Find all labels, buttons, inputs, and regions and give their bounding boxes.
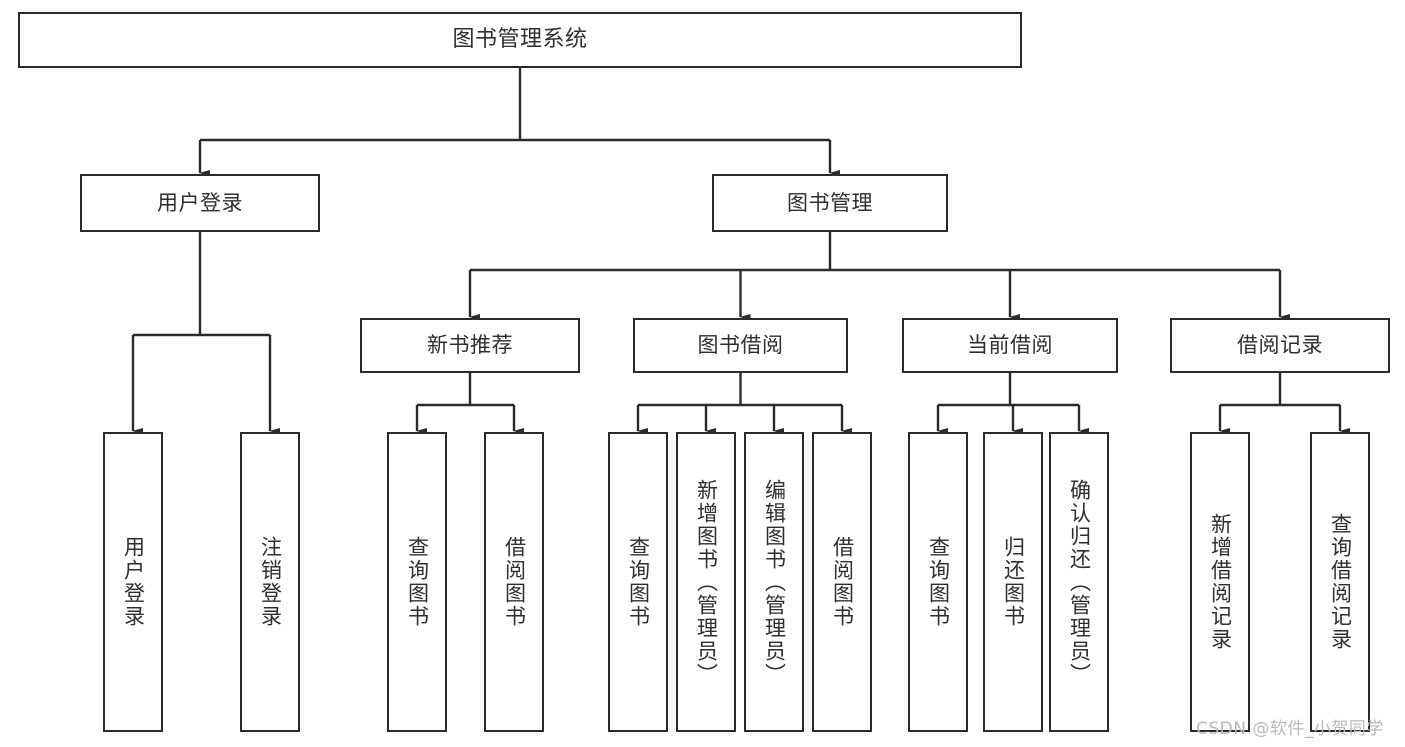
watermark-text: CSDN @软件_小贺同学 [1196,719,1384,739]
node-leaf-borrow-book-1[interactable]: 借阅图书 [484,432,544,732]
node-label: 借阅记录 [1237,333,1323,358]
node-label: 当前借阅 [967,333,1053,358]
node-leaf-query-record[interactable]: 查询借阅记录 [1310,432,1370,732]
node-label: 用户登录 [157,190,243,215]
node-borrow-record[interactable]: 借阅记录 [1170,318,1390,373]
node-label: 新增图书（管理员） [694,478,719,686]
node-label: 查询图书 [626,536,651,628]
node-leaf-user-login[interactable]: 用户登录 [103,432,163,732]
node-label: 图书管理 [787,190,873,215]
node-leaf-borrow-book-2[interactable]: 借阅图书 [812,432,872,732]
node-label: 查询图书 [926,536,951,628]
node-label: 注销登录 [258,536,283,628]
node-label: 查询借阅记录 [1328,513,1353,651]
node-leaf-edit-book[interactable]: 编辑图书（管理员） [744,432,804,732]
node-book-manage[interactable]: 图书管理 [712,174,948,232]
node-label: 用户登录 [121,536,146,628]
node-current-borrow[interactable]: 当前借阅 [902,318,1118,373]
node-label: 图书借阅 [697,333,784,358]
node-user-login[interactable]: 用户登录 [80,174,320,232]
node-leaf-query-book-3[interactable]: 查询图书 [908,432,968,732]
node-label: 确认归还（管理员） [1067,478,1092,686]
node-leaf-add-record[interactable]: 新增借阅记录 [1190,432,1250,732]
node-label: 查询图书 [405,536,430,628]
node-leaf-return-book[interactable]: 归还图书 [983,432,1043,732]
node-label: 编辑图书（管理员） [762,478,787,686]
node-root[interactable]: 图书管理系统 [18,12,1022,68]
node-label: 归还图书 [1001,536,1026,628]
node-leaf-query-book-1[interactable]: 查询图书 [387,432,447,732]
node-leaf-query-book-2[interactable]: 查询图书 [608,432,668,732]
node-new-book-rec[interactable]: 新书推荐 [360,318,580,373]
node-label: 新书推荐 [427,333,513,358]
node-leaf-add-book[interactable]: 新增图书（管理员） [676,432,736,732]
node-label: 借阅图书 [502,536,527,628]
node-label: 新增借阅记录 [1208,513,1233,651]
node-leaf-confirm-return[interactable]: 确认归还（管理员） [1049,432,1109,732]
node-label: 借阅图书 [830,536,855,628]
node-leaf-logout[interactable]: 注销登录 [240,432,300,732]
node-book-borrow[interactable]: 图书借阅 [633,318,848,373]
node-label: 图书管理系统 [452,27,588,53]
